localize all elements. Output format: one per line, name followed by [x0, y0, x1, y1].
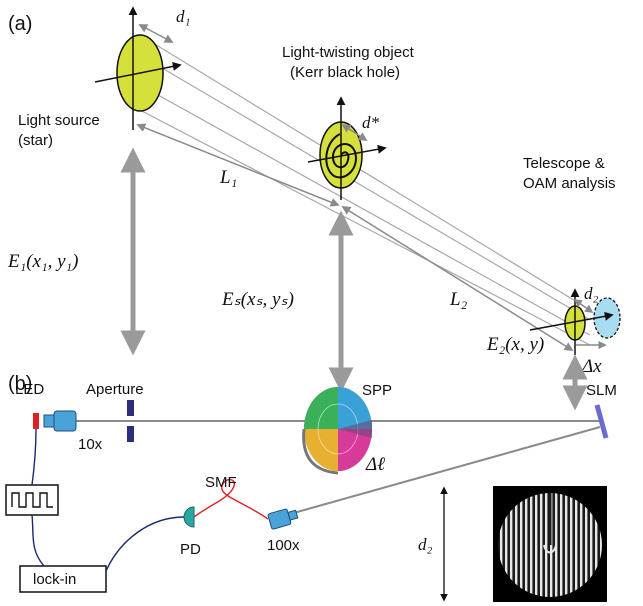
- objective-100x-label: 100x: [267, 537, 300, 554]
- smf-label: SMF: [205, 474, 237, 491]
- led-icon: [33, 413, 39, 429]
- source-label-line1: Light source: [18, 112, 100, 129]
- d2-arrow: [573, 299, 594, 313]
- d1-arrow: [138, 24, 174, 43]
- aperture-icon: [127, 400, 134, 442]
- d2-label: d₂: [584, 284, 599, 303]
- aperture-label: Aperture: [86, 381, 144, 398]
- L1-distance-arrow: [136, 123, 340, 207]
- E1-label: E₁(x₁, y₁): [7, 251, 78, 272]
- photodiode-icon: [183, 506, 195, 528]
- L2-label: L₂: [449, 289, 468, 310]
- L2-distance-arrow: [341, 206, 574, 351]
- pd-label: PD: [180, 541, 201, 558]
- led-label: LED: [15, 381, 44, 398]
- L1-label: L₁: [219, 167, 237, 188]
- hologram-image: [493, 486, 607, 602]
- telescope-label-line1: Telescope &: [523, 155, 605, 172]
- panel-b-label: (b): [8, 373, 32, 395]
- delta-x-label: Δx: [581, 356, 602, 377]
- d1-label: d₁: [176, 7, 190, 26]
- lock-in-label: lock-in: [33, 571, 76, 588]
- single-mode-fiber: [193, 479, 269, 520]
- spiral-phase-plate-icon: [302, 387, 372, 475]
- objective-100x-icon: [267, 508, 299, 530]
- signal-cables: [31, 428, 185, 572]
- lock-in-box: [19, 565, 107, 593]
- slm-label: SLM: [586, 382, 617, 399]
- Es-label: Eₛ(xₛ, yₛ): [221, 289, 294, 310]
- source-label-line2: (star): [18, 132, 53, 149]
- d-star-arrow: [341, 124, 368, 141]
- d-star-label: d*: [362, 113, 380, 132]
- telescope-lens: [529, 288, 621, 355]
- objective-10x-icon: [43, 410, 77, 432]
- return-beam: [289, 426, 601, 515]
- telescope-label-line2: OAM analysis: [523, 175, 616, 192]
- hologram-d2-label: d₂: [418, 535, 433, 554]
- E2-label: E₂(x, y): [486, 334, 544, 355]
- spp-label: SPP: [362, 382, 392, 399]
- slm-icon: [594, 404, 609, 439]
- object-label-line2: (Kerr black hole): [290, 64, 400, 81]
- objective-10x-label: 10x: [78, 436, 103, 453]
- object-label-line1: Light-twisting object: [282, 44, 415, 61]
- panel-a-label: (a): [8, 13, 32, 35]
- light-source-lens: [94, 6, 182, 130]
- delta-ell-label: Δℓ: [365, 454, 385, 475]
- function-generator-icon: [5, 484, 59, 516]
